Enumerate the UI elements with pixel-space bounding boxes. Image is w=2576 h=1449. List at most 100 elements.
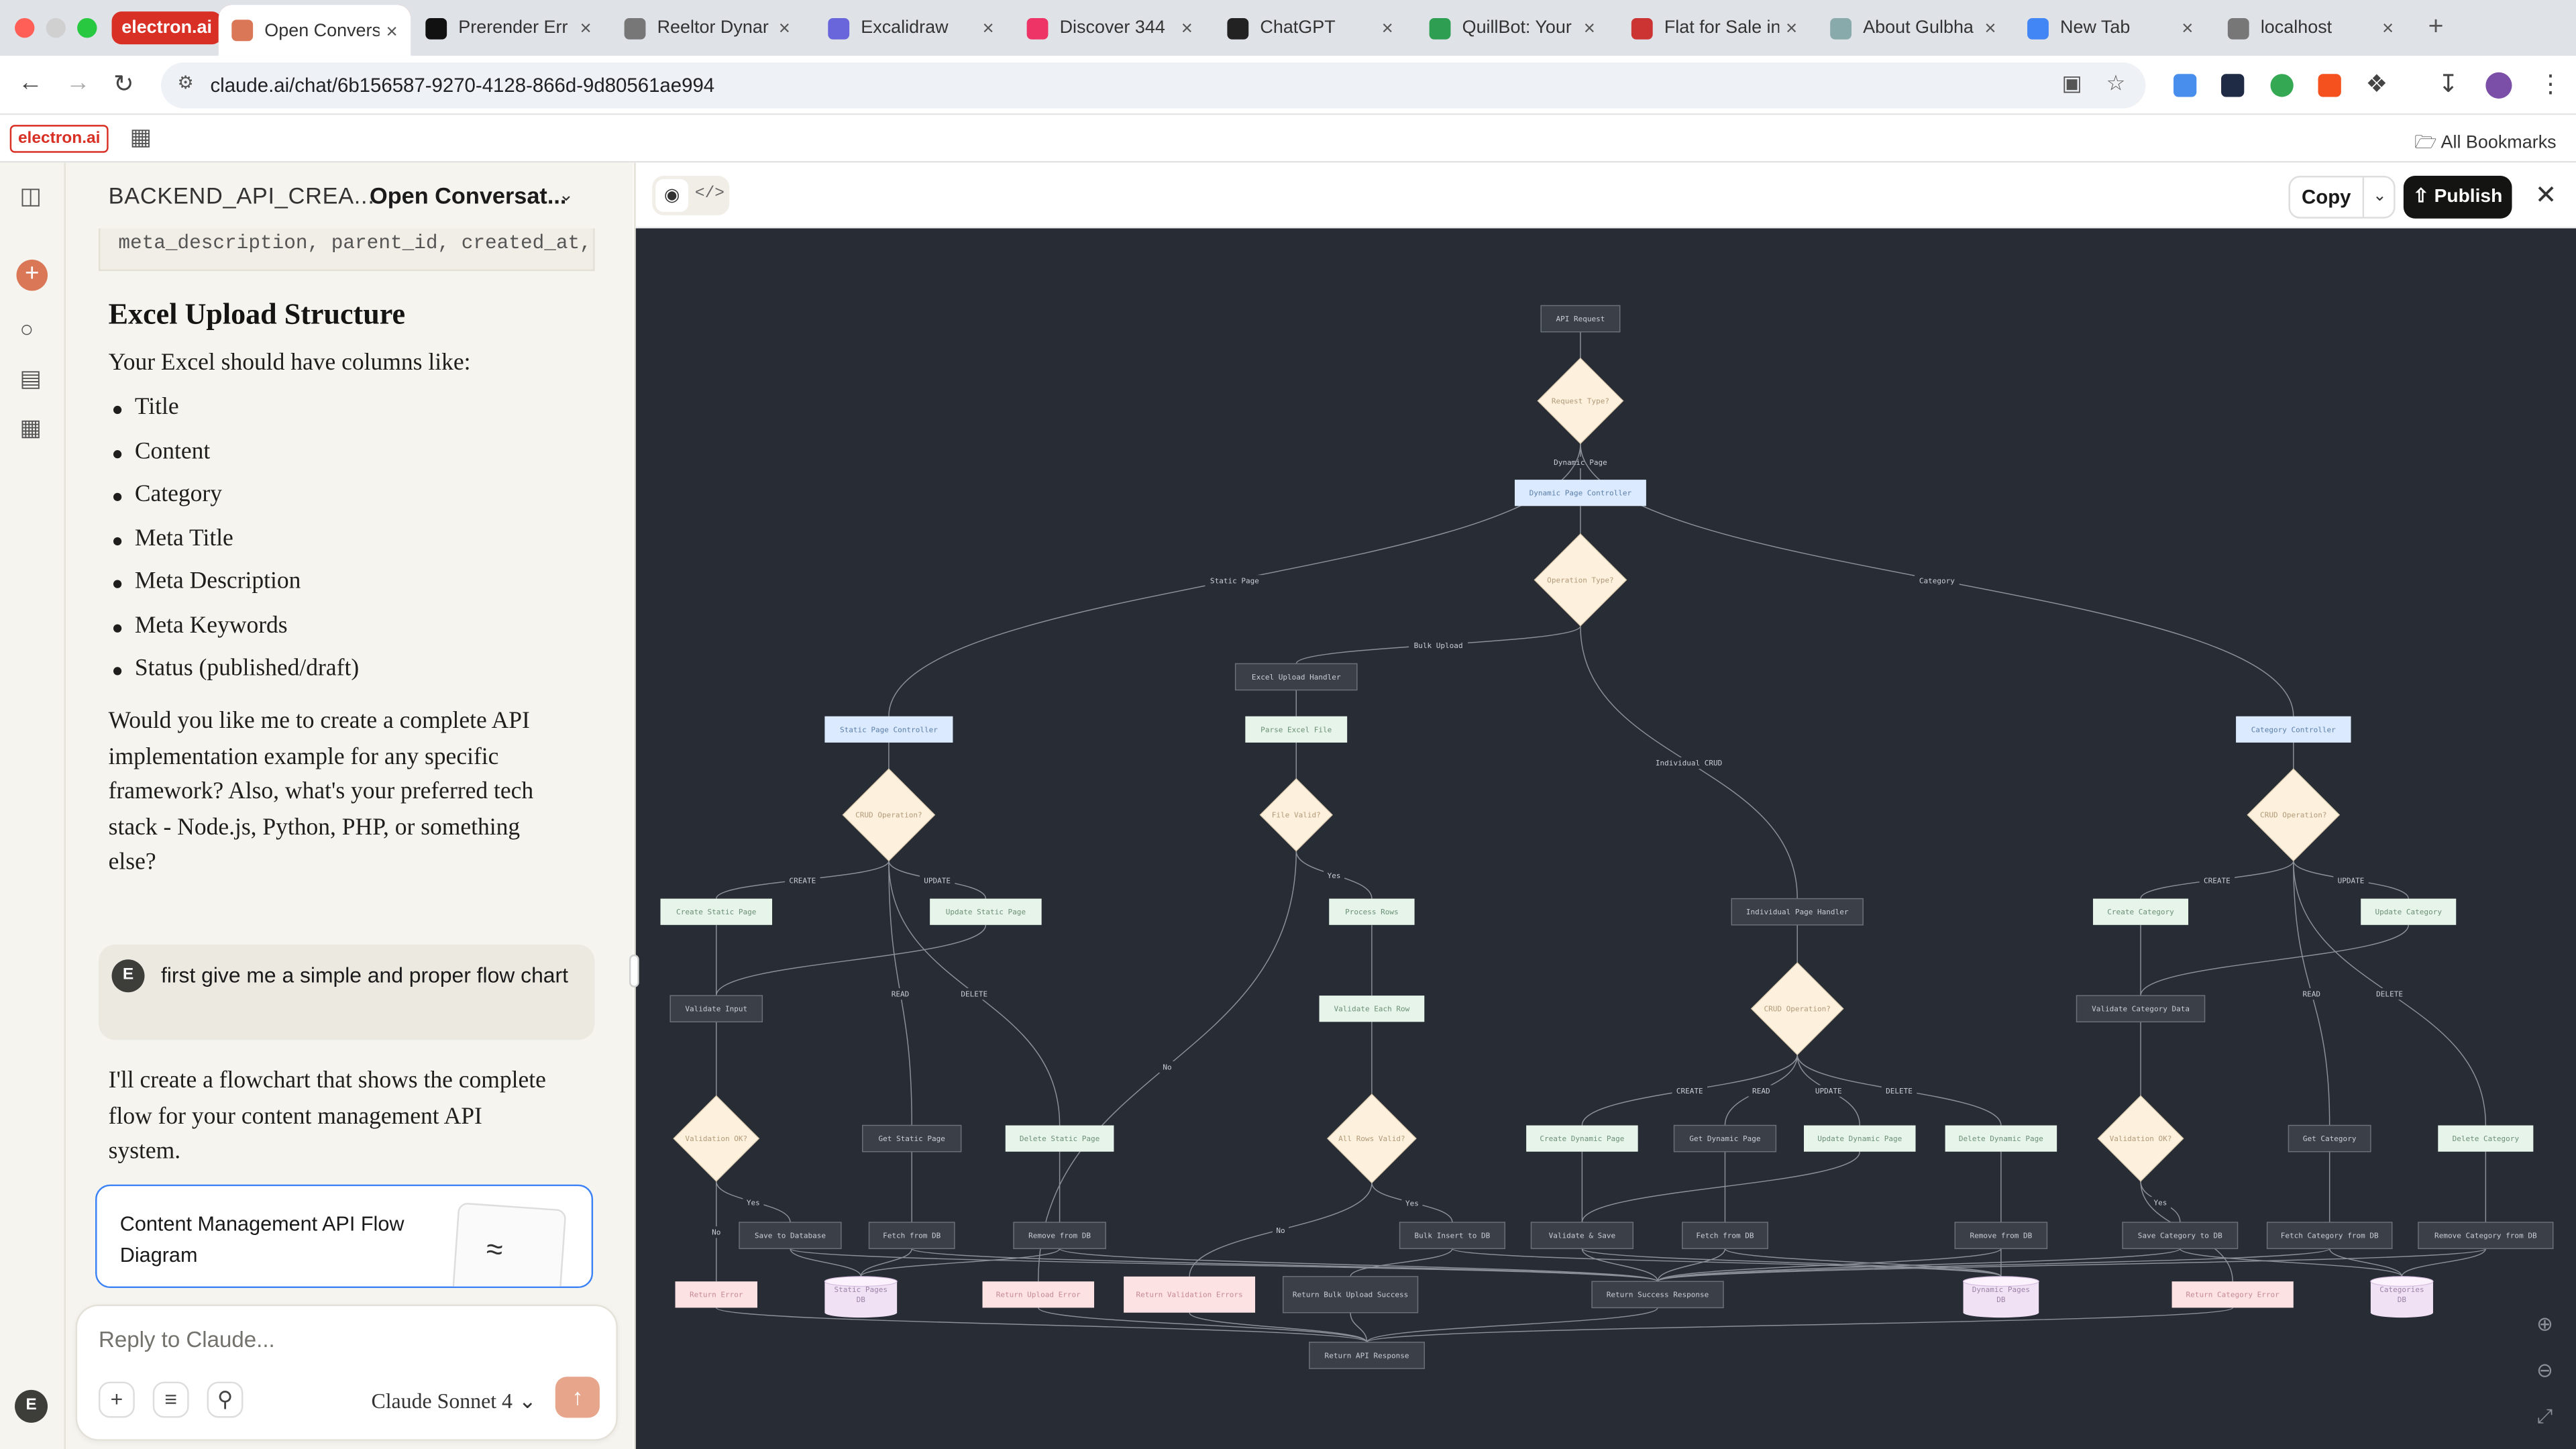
panel-resize-handle[interactable] <box>629 954 639 987</box>
bookmark-group-chip[interactable]: electron.ai <box>9 125 109 153</box>
maximize-window-button[interactable] <box>77 17 97 38</box>
flow-node-gc[interactable]: Get Category <box>2288 1124 2371 1152</box>
extension-icon[interactable] <box>2270 74 2294 97</box>
flow-node-vcd[interactable]: Validate Category Data <box>2076 995 2206 1023</box>
close-tab-icon[interactable]: × <box>580 16 592 40</box>
code-view-icon[interactable]: </> <box>694 185 725 204</box>
flow-node-gdp[interactable]: Get Dynamic Page <box>1673 1124 1777 1152</box>
flow-node-uca[interactable]: Update Category <box>2361 898 2457 925</box>
close-tab-icon[interactable]: × <box>982 16 994 40</box>
copy-button[interactable]: Copy <box>2302 185 2351 209</box>
flow-node-cdp[interactable]: Create Dynamic Page <box>1526 1125 1638 1152</box>
tab-3[interactable]: Excalidraw× <box>815 7 1008 50</box>
flow-node-ccrud[interactable]: CRUD Operation? <box>2247 768 2341 862</box>
flow-node-op[interactable]: Operation Type? <box>1534 533 1627 627</box>
reload-icon[interactable]: ↻ <box>113 70 134 99</box>
flow-node-std[interactable]: Save to Database <box>739 1222 842 1249</box>
close-tab-icon[interactable]: × <box>386 19 398 42</box>
chats-icon[interactable]: ○ <box>19 315 34 342</box>
flow-node-pr[interactable]: Process Rows <box>1329 898 1415 925</box>
flow-node-rcfd[interactable]: Remove Category from DB <box>2418 1222 2554 1249</box>
all-bookmarks-button[interactable]: 🗁 All Bookmarks <box>2414 128 2557 160</box>
flow-node-cca[interactable]: Create Category <box>2093 898 2189 925</box>
flow-node-gsp[interactable]: Get Static Page <box>861 1124 962 1152</box>
bookmark-star-icon[interactable]: ☆ <box>2106 70 2126 96</box>
new-tab-button[interactable]: + <box>2428 13 2444 42</box>
flow-node-euh[interactable]: Excel Upload Handler <box>1234 663 1358 691</box>
flow-node-vok2[interactable]: Validation OK? <box>2097 1095 2184 1182</box>
send-button[interactable]: ↑ <box>555 1377 600 1418</box>
extension-icon[interactable] <box>2174 74 2197 97</box>
flow-node-pef[interactable]: Parse Excel File <box>1245 716 1348 743</box>
flow-node-vi[interactable]: Validate Input <box>669 995 763 1023</box>
new-chat-button[interactable]: + <box>16 259 48 291</box>
zoom-out-icon[interactable]: ⊖ <box>2536 1358 2553 1382</box>
close-tab-icon[interactable]: × <box>1786 16 1798 40</box>
extensions-puzzle-icon[interactable]: ❖ <box>2365 70 2388 99</box>
reply-input[interactable]: Reply to Claude... <box>98 1327 275 1352</box>
flow-node-rt[interactable]: Request Type? <box>1537 358 1624 445</box>
fit-view-icon[interactable]: ⤢ <box>2536 1404 2553 1428</box>
flow-node-csp[interactable]: Create Static Page <box>660 898 773 925</box>
composer[interactable]: Reply to Claude... + ≡ ⚲ Claude Sonnet 4… <box>75 1304 618 1441</box>
flow-node-udp[interactable]: Update Dynamic Page <box>1804 1125 1916 1152</box>
address-bar[interactable]: ⚙ claude.ai/chat/6b156587-9270-4128-866d… <box>161 62 2146 109</box>
flow-node-cc[interactable]: Category Controller <box>2236 716 2351 743</box>
forward-icon[interactable]: → <box>65 68 91 97</box>
install-app-icon[interactable]: ▣ <box>2061 70 2082 96</box>
menu-icon[interactable]: ⋮ <box>2538 70 2563 99</box>
flow-node-rerr[interactable]: Return Error <box>675 1281 757 1308</box>
flow-node-spc[interactable]: Static Page Controller <box>824 716 953 743</box>
extension-icon[interactable] <box>2318 74 2341 97</box>
research-search-button[interactable]: ⚲ <box>207 1381 244 1418</box>
minimize-window-button[interactable] <box>46 17 66 38</box>
flow-node-rsr[interactable]: Return Success Response <box>1591 1281 1724 1309</box>
tab-4[interactable]: Discover 344× <box>1014 7 1206 50</box>
artifact-card[interactable]: Content Management API Flow Diagram ≈ <box>95 1184 594 1289</box>
tab-9[interactable]: New Tab× <box>2014 7 2206 50</box>
flow-node-rbus[interactable]: Return Bulk Upload Success <box>1282 1276 1419 1313</box>
zoom-in-icon[interactable]: ⊕ <box>2536 1312 2553 1336</box>
flow-node-rue[interactable]: Return Upload Error <box>982 1281 1095 1308</box>
flow-node-ffdb[interactable]: Fetch from DB <box>868 1222 955 1249</box>
flow-node-rve[interactable]: Return Validation Errors <box>1124 1276 1256 1313</box>
close-tab-icon[interactable]: × <box>778 16 790 40</box>
flow-node-dsp[interactable]: Delete Static Page <box>1005 1125 1114 1152</box>
profile-avatar[interactable] <box>2485 72 2512 99</box>
flow-node-dcrud[interactable]: CRUD Operation? <box>1750 962 1844 1056</box>
close-icon[interactable]: ✕ <box>2534 182 2557 211</box>
close-tab-icon[interactable]: × <box>1181 16 1193 40</box>
artifacts-icon[interactable]: ▦ <box>19 414 42 441</box>
publish-button[interactable]: ⇧ Publish <box>2403 176 2512 219</box>
site-info-icon[interactable]: ⚙ <box>177 74 194 94</box>
copy-options-chevron-icon[interactable]: ⌄ <box>2362 177 2396 217</box>
tab-group-label[interactable]: electron.ai <box>111 11 222 45</box>
projects-icon[interactable]: ▤ <box>19 364 42 391</box>
flow-node-ver[interactable]: Validate Each Row <box>1319 996 1425 1022</box>
tab-7[interactable]: Flat for Sale in× <box>1618 7 1811 50</box>
flow-node-ddp[interactable]: Delete Dynamic Page <box>1945 1125 2057 1152</box>
add-attachment-button[interactable]: + <box>98 1381 135 1418</box>
close-window-button[interactable] <box>15 17 35 38</box>
preview-eye-icon[interactable]: ◉ <box>655 178 689 212</box>
flow-node-rfdb[interactable]: Remove from DB <box>1013 1222 1106 1249</box>
flow-node-usp[interactable]: Update Static Page <box>930 898 1042 925</box>
flow-node-sctd[interactable]: Save Category to DB <box>2122 1222 2239 1249</box>
close-tab-icon[interactable]: × <box>1381 16 1393 40</box>
flow-node-ffdb2[interactable]: Fetch from DB <box>1682 1222 1768 1249</box>
project-name[interactable]: BACKEND_API_CREA... <box>108 182 375 209</box>
tab-5[interactable]: ChatGPT× <box>1214 7 1407 50</box>
flow-node-fcfd[interactable]: Fetch Category from DB <box>2266 1222 2393 1249</box>
tab-1[interactable]: Prerender Err× <box>413 7 605 50</box>
flow-node-bid[interactable]: Bulk Insert to DB <box>1399 1222 1506 1249</box>
close-tab-icon[interactable]: × <box>2182 16 2194 40</box>
tab-8[interactable]: About Gulbha× <box>1817 7 2010 50</box>
tab-2[interactable]: Reeltor Dynar× <box>611 7 804 50</box>
flow-node-vs[interactable]: Validate & Save <box>1530 1222 1634 1249</box>
close-tab-icon[interactable]: × <box>1583 16 1595 40</box>
tab-0[interactable]: Open Convers× <box>218 5 411 56</box>
